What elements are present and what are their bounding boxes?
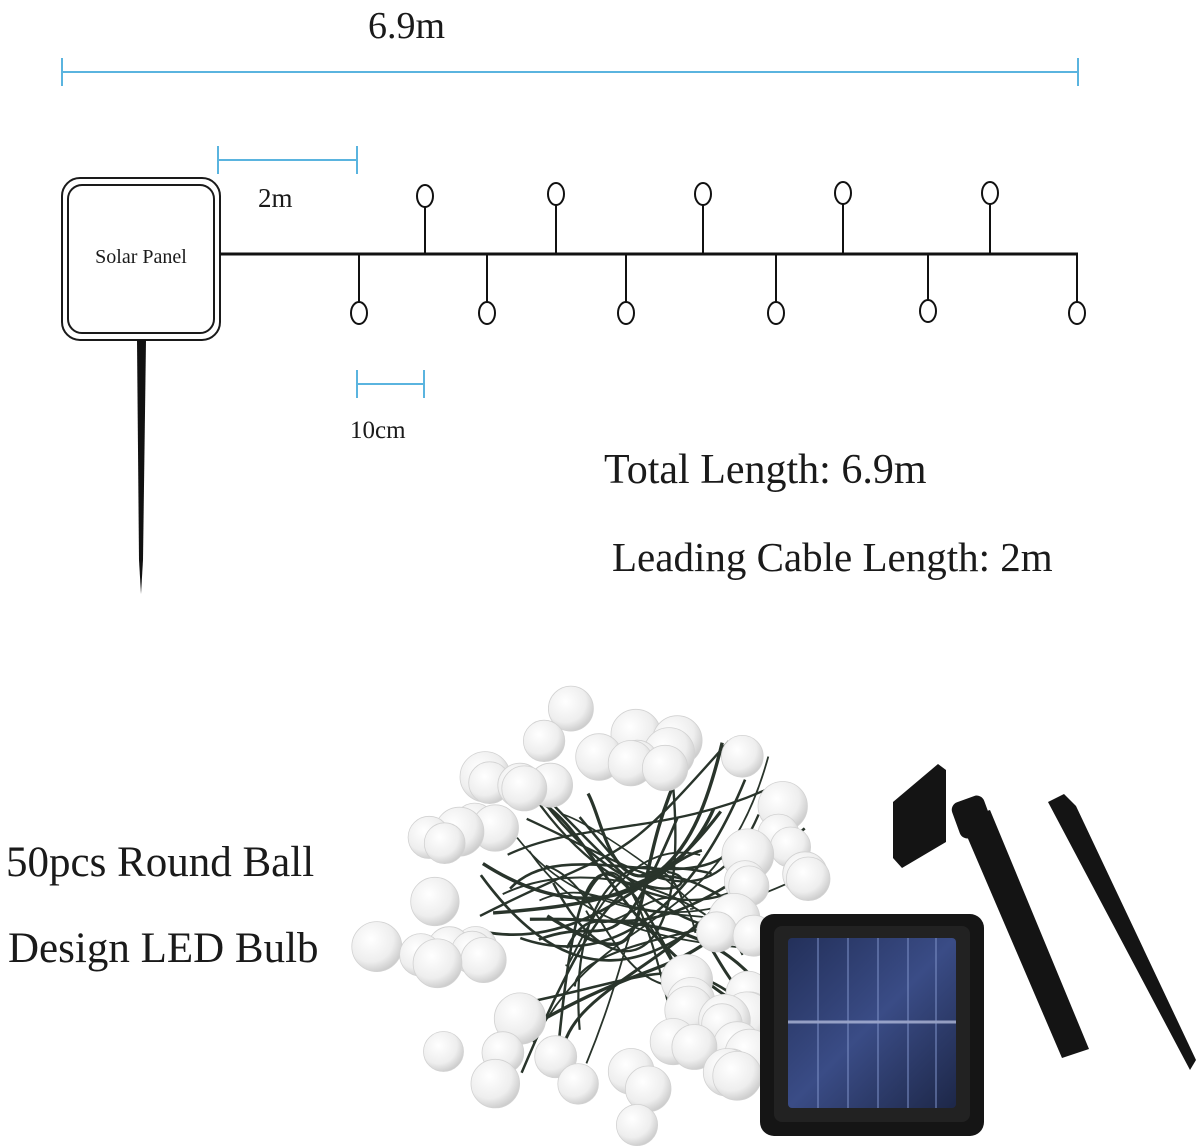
wire-strand — [582, 871, 675, 1025]
product-description-line-1: 50pcs Round Ball — [6, 839, 315, 886]
led-ball — [720, 734, 764, 778]
total-length-spec: Total Length: 6.9m — [604, 447, 927, 493]
led-ball — [522, 719, 566, 763]
led-ball — [423, 822, 466, 864]
wire-strand — [509, 844, 738, 890]
led-ball — [616, 1104, 659, 1147]
leading-cable-dimension-line — [217, 146, 358, 174]
led-ball — [671, 1024, 718, 1070]
led-ball — [412, 938, 463, 989]
ground-spike-photo — [1048, 794, 1196, 1070]
wire-strand — [561, 813, 695, 910]
bulb-spacing-label: 10cm — [350, 417, 406, 444]
leading-cable-length-spec: Leading Cable Length: 2m — [612, 534, 1053, 580]
wire-strand — [586, 792, 723, 878]
wire-strand — [483, 849, 703, 936]
wire-strand — [479, 740, 730, 917]
solar-panel-photo — [760, 914, 984, 1136]
wire-strand — [533, 788, 684, 890]
led-ball — [641, 744, 689, 792]
wire-strand — [565, 851, 701, 967]
solar-panel-label: Solar Panel — [95, 246, 187, 268]
wire-strand — [552, 785, 677, 953]
led-ball — [460, 937, 507, 984]
led-ball — [557, 1063, 599, 1105]
bulb-spacing-dimension-line — [356, 370, 425, 398]
led-ball — [410, 876, 460, 927]
ground-stake — [137, 340, 146, 594]
panel-bracket-stake — [893, 764, 1089, 1058]
led-ball — [423, 1031, 464, 1072]
bottom-bulbs — [350, 254, 1086, 325]
product-description-line-2: Design LED Bulb — [8, 925, 319, 972]
wire-strand — [507, 782, 780, 856]
leading-cable-dimension-label: 2m — [258, 183, 293, 213]
led-ball — [470, 1058, 520, 1109]
led-ball — [696, 911, 738, 953]
led-ball — [351, 921, 403, 972]
led-ball — [786, 856, 831, 901]
product-photo — [351, 685, 1196, 1147]
led-ball — [548, 685, 594, 732]
top-bulbs — [416, 181, 999, 254]
total-length-dimension-line — [61, 58, 1079, 86]
led-ball — [501, 765, 548, 812]
led-ball — [712, 1051, 762, 1101]
led-ball-bulbs — [351, 685, 831, 1147]
total-length-dimension-label: 6.9m — [368, 5, 446, 47]
